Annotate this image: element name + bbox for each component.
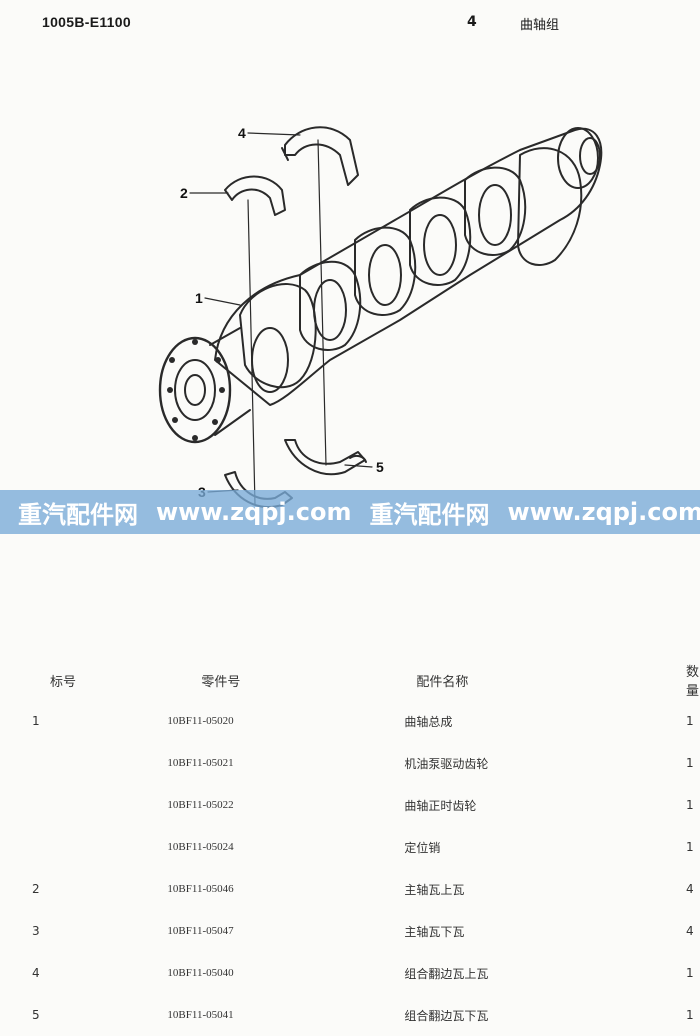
rear-journal xyxy=(558,128,598,188)
row-quantity: 4 xyxy=(686,868,700,910)
header-no: 标号 xyxy=(0,660,166,700)
row-part-number: 10BF11-05020 xyxy=(166,700,394,742)
row-no: 4 xyxy=(0,952,166,994)
crank-web-4 xyxy=(410,198,470,285)
row-part-number: 10BF11-05046 xyxy=(166,868,394,910)
watermark-url: www.zqpj.com xyxy=(138,498,352,526)
crankshaft-exploded-diagram: 4 2 1 3 5 xyxy=(0,60,700,530)
row-no xyxy=(0,826,166,868)
table-row: 4 10BF11-05040 组合翻边瓦上瓦 1 xyxy=(0,952,700,994)
bearing-shell-2 xyxy=(225,177,285,216)
section-number: 4 xyxy=(467,14,477,30)
row-quantity: 4 xyxy=(686,910,700,952)
row-part-name: 机油泵驱动齿轮 xyxy=(394,742,686,784)
header-quantity: 数量 xyxy=(686,660,700,700)
row-part-number: 10BF11-05021 xyxy=(166,742,394,784)
row-part-number: 10BF11-05040 xyxy=(166,952,394,994)
table-row: 1 10BF11-05020 曲轴总成 1 xyxy=(0,700,700,742)
row-part-name: 主轴瓦下瓦 xyxy=(394,910,686,952)
row-part-number: 10BF11-05041 xyxy=(166,994,394,1036)
crank-web-2 xyxy=(300,262,360,350)
row-part-number: 10BF11-05024 xyxy=(166,826,394,868)
row-part-name: 定位销 xyxy=(394,826,686,868)
bearing-shell-4 xyxy=(285,127,358,185)
row-quantity: 1 xyxy=(686,784,700,826)
row-no xyxy=(0,784,166,826)
table-row: 2 10BF11-05046 主轴瓦上瓦 4 xyxy=(0,868,700,910)
callout-4: 4 xyxy=(238,125,246,141)
watermark-banner: 重汽配件网 www.zqpj.com 重汽配件网 www.zqpj.com xyxy=(0,490,700,534)
row-quantity: 1 xyxy=(686,742,700,784)
row-quantity: 1 xyxy=(686,952,700,994)
callout-1: 1 xyxy=(195,290,203,306)
table-row: 5 10BF11-05041 组合翻边瓦下瓦 1 xyxy=(0,994,700,1036)
section-title: 曲轴组 xyxy=(520,14,559,33)
row-no: 1 xyxy=(0,700,166,742)
row-quantity: 1 xyxy=(686,994,700,1036)
row-no: 2 xyxy=(0,868,166,910)
watermark-brand: 重汽配件网 xyxy=(0,495,138,530)
row-part-name: 组合翻边瓦上瓦 xyxy=(394,952,686,994)
row-part-name: 组合翻边瓦下瓦 xyxy=(394,994,686,1036)
table-row: 10BF11-05022 曲轴正时齿轮 1 xyxy=(0,784,700,826)
header-part-number: 零件号 xyxy=(166,660,394,700)
row-part-name: 曲轴正时齿轮 xyxy=(394,784,686,826)
crank-web-6 xyxy=(518,148,581,265)
row-no xyxy=(0,742,166,784)
watermark-url: www.zqpj.com xyxy=(490,498,700,526)
table-row: 10BF11-05024 定位销 1 xyxy=(0,826,700,868)
row-quantity: 1 xyxy=(686,826,700,868)
table-header-row: 标号 零件号 配件名称 数量 xyxy=(0,660,700,700)
header-part-name: 配件名称 xyxy=(394,660,686,700)
parts-table: 标号 零件号 配件名称 数量 1 10BF11-05020 曲轴总成 1 10B… xyxy=(0,660,700,1036)
callout-2: 2 xyxy=(180,185,188,201)
table-row: 3 10BF11-05047 主轴瓦下瓦 4 xyxy=(0,910,700,952)
row-part-number: 10BF11-05022 xyxy=(166,784,394,826)
crank-web-5 xyxy=(465,168,525,255)
row-no: 5 xyxy=(0,994,166,1036)
crank-web-3 xyxy=(355,228,415,315)
table-row: 10BF11-05021 机油泵驱动齿轮 1 xyxy=(0,742,700,784)
callout-5: 5 xyxy=(376,459,384,475)
row-no: 3 xyxy=(0,910,166,952)
row-part-name: 曲轴总成 xyxy=(394,700,686,742)
row-part-number: 10BF11-05047 xyxy=(166,910,394,952)
crankshaft-body xyxy=(215,129,601,405)
document-code: 1005B-E1100 xyxy=(42,14,131,30)
row-quantity: 1 xyxy=(686,700,700,742)
watermark-brand: 重汽配件网 xyxy=(352,495,490,530)
row-part-name: 主轴瓦上瓦 xyxy=(394,868,686,910)
